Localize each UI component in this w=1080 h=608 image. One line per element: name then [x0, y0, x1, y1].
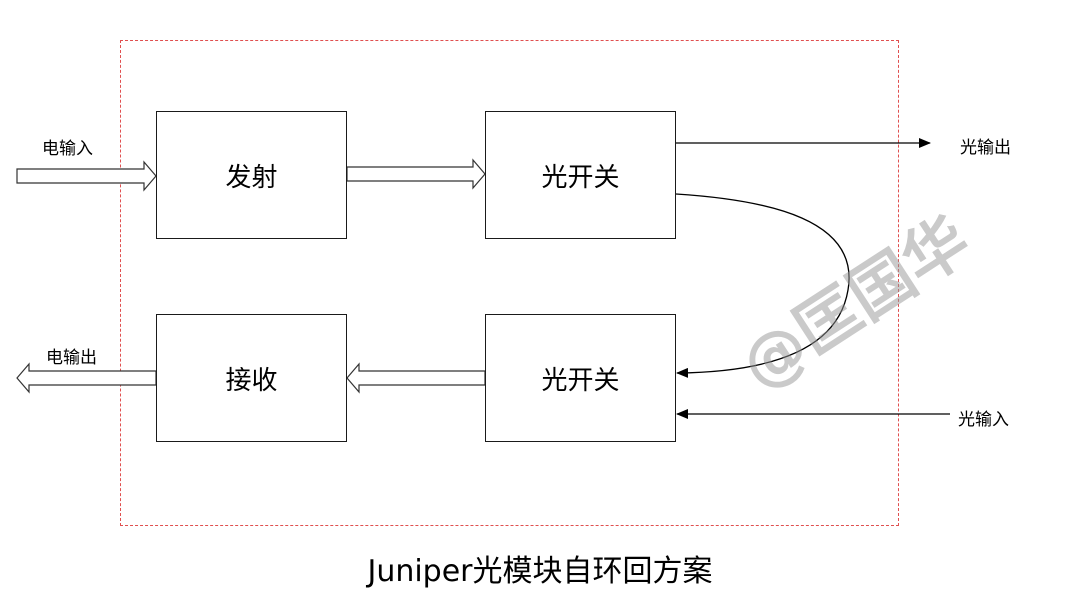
- module-boundary: [120, 40, 899, 526]
- optical-switch-bottom-label: 光开关: [541, 365, 620, 396]
- electrical-output-label: 电输出: [46, 348, 97, 368]
- optical-output-label: 光输出: [960, 138, 1011, 158]
- transmit-label: 发射: [225, 162, 278, 193]
- switch-to-receive-arrow: [346, 362, 486, 394]
- optical-switch-top-label: 光开关: [541, 162, 620, 193]
- optical-switch-top-block: 光开关: [485, 111, 676, 239]
- transmit-to-switch-arrow: [346, 158, 486, 190]
- electrical-input-label: 电输入: [42, 139, 93, 159]
- electrical-input-arrow: [16, 160, 157, 192]
- diagram-title: Juniper光模块自环回方案: [367, 554, 713, 589]
- loopback-fiber-curve: [675, 193, 850, 378]
- receive-label: 接收: [225, 365, 278, 396]
- electrical-output-arrow: [16, 362, 157, 394]
- transmit-block: 发射: [156, 111, 347, 239]
- receive-block: 接收: [156, 314, 347, 442]
- optical-input-label: 光输入: [958, 410, 1009, 430]
- optical-switch-bottom-block: 光开关: [485, 314, 676, 442]
